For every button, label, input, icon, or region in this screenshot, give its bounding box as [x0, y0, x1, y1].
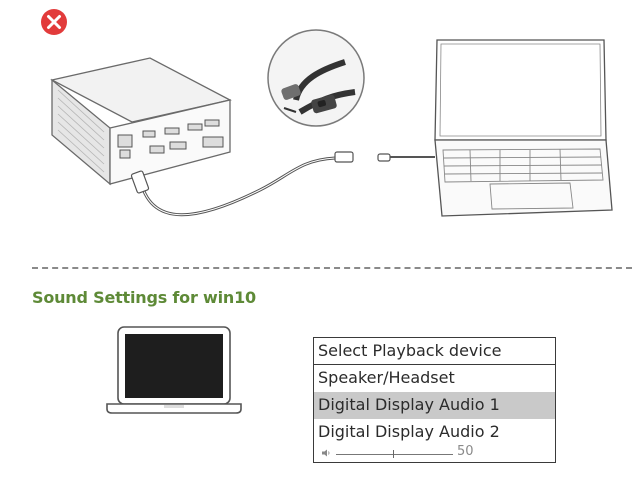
docking-station [50, 57, 232, 186]
volume-slider-track[interactable] [336, 454, 453, 455]
playback-device-panel: Select Playback device Speaker/Headset D… [313, 337, 556, 463]
device-option-digital-display-audio-2[interactable]: Digital Display Audio 2 [318, 422, 500, 441]
device-option-digital-display-audio-1[interactable]: Digital Display Audio 1 [314, 392, 555, 419]
x-icon [41, 9, 67, 35]
section-heading: Sound Settings for win10 [32, 288, 256, 307]
device-option-speaker-headset[interactable]: Speaker/Headset [318, 368, 455, 387]
volume-slider-thumb[interactable] [393, 450, 394, 458]
volume-control: 50 [314, 444, 555, 462]
volume-value: 50 [457, 444, 474, 459]
connection-illustration [41, 9, 613, 217]
panel-title: Select Playback device [314, 338, 555, 365]
laptop-illustration [434, 39, 613, 217]
magnified-connector [267, 29, 365, 127]
speaker-icon [322, 449, 330, 457]
laptop-icon [106, 326, 242, 414]
section-divider [32, 267, 632, 269]
